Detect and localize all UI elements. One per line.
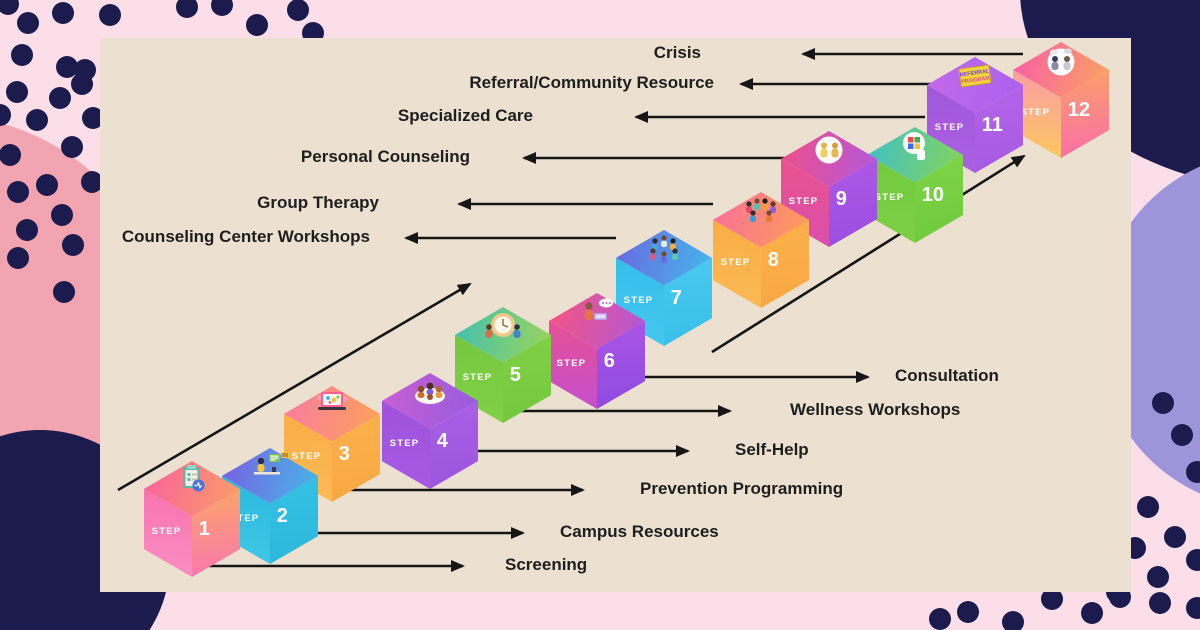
step-cube-12: STEP 12 [1013,42,1109,158]
step-number: 12 [1067,98,1090,121]
workshop-circle-icon [650,235,678,264]
step-number: 9 [835,187,847,210]
step-word: STEP [623,294,654,306]
step-word: STEP [874,191,905,203]
step-cube-10: STEP 10 [867,127,963,243]
specialized-care-head-icon [903,132,925,160]
step-cube-11: STEP 11 REFERRAL PROGRAM [927,57,1023,173]
step-number: 11 [981,113,1003,136]
label-wellness-workshops: Wellness Workshops [790,400,961,419]
step-word: STEP [389,437,420,449]
laptop-program-icon [316,392,348,410]
arrow-diagonal-left [117,282,472,492]
group-therapy-circle-icon [746,198,776,223]
step-number: 10 [921,183,944,206]
referral-sign-line1: REFERRAL [959,68,990,78]
step-cube-8: STEP 8 [713,192,809,308]
step-cube-4: STEP 4 [382,373,478,489]
campus-resources-desk-icon [254,452,289,475]
step-number: 3 [338,442,350,465]
step-word: STEP [934,121,965,133]
wellness-clock-icon [485,313,521,338]
step-word: STEP [1020,106,1051,118]
step-cube-9: STEP 9 [781,131,877,247]
label-referral-community-resource: Referral/Community Resource [469,73,714,92]
step-number: 6 [603,349,615,372]
step-cube-5: STEP 5 [455,307,551,423]
referral-program-sign-icon: REFERRAL PROGRAM [958,64,992,88]
step-word: STEP [462,371,493,383]
label-campus-resources: Campus Resources [560,522,719,541]
step-word: STEP [291,450,322,462]
step-number: 2 [276,504,288,527]
referral-sign-line2: PROGRAM [961,75,991,85]
label-consultation: Consultation [895,366,999,385]
step-number: 5 [509,363,521,386]
consultation-laptop-icon [584,298,613,320]
step-cube-6: STEP 6 [549,293,645,409]
label-specialized-care: Specialized Care [397,106,533,125]
step-word: STEP [151,525,182,537]
personal-counseling-icon [815,136,843,164]
label-group-therapy: Group Therapy [257,193,379,212]
step-cube-1: STEP 1 [144,461,240,577]
step-number: 4 [436,429,448,452]
step-word: STEP [229,512,260,524]
label-self-help: Self-Help [735,440,809,459]
label-prevention-programming: Prevention Programming [640,479,844,498]
screening-clipboard-icon [183,465,205,492]
step-number: 7 [670,286,682,309]
step-word: STEP [556,357,587,369]
group-activity-icon [415,382,445,404]
step-word: STEP [720,256,751,268]
step-word: STEP [788,195,819,207]
step-number: 1 [198,517,210,540]
label-screening: Screening [505,555,588,574]
crisis-support-icon [1047,48,1075,76]
step-number: 8 [767,248,779,271]
label-counseling-center-workshops: Counseling Center Workshops [121,227,370,246]
label-crisis: Crisis [653,43,701,62]
label-personal-counseling: Personal Counseling [300,147,470,166]
arrow-diagonal-right [711,154,1026,354]
